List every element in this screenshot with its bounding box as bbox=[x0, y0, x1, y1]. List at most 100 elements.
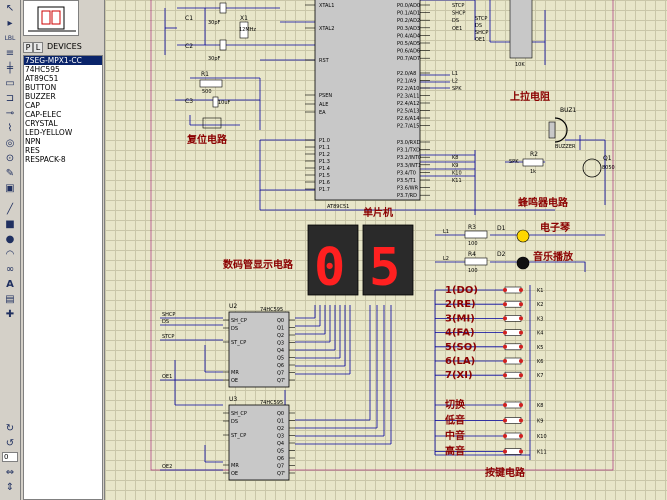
line-tool-icon[interactable]: ╱ bbox=[6, 204, 14, 215]
mcu-net-label: SPK bbox=[452, 86, 462, 92]
key-switch[interactable] bbox=[504, 417, 522, 424]
capacitor-c3[interactable] bbox=[212, 96, 219, 108]
device-list-item[interactable]: RES bbox=[25, 146, 40, 155]
marker-tool-icon[interactable]: ✚ bbox=[5, 309, 15, 320]
pin-mode-icon[interactable]: ⊸ bbox=[5, 108, 15, 119]
key-pin-dot bbox=[503, 434, 507, 438]
mcu-pin-label: P1.7 bbox=[319, 187, 330, 193]
mcu-net-label: K9 bbox=[452, 163, 458, 169]
led-d1[interactable] bbox=[516, 229, 530, 243]
key-label: 1(DO) bbox=[445, 285, 478, 296]
mcu-pin-label: P2.6/A14 bbox=[397, 116, 419, 122]
device-list-item[interactable]: BUTTON bbox=[25, 83, 57, 92]
seven-segment-digit-1[interactable] bbox=[307, 224, 359, 296]
key-pin-dot bbox=[519, 302, 523, 307]
l1-net: L1 bbox=[443, 229, 449, 235]
component-preview bbox=[23, 0, 79, 36]
sr-pin-label: Q7 bbox=[277, 464, 284, 470]
key-net-label: K4 bbox=[537, 331, 543, 337]
device-list-item[interactable]: RESPACK-8 bbox=[25, 155, 66, 164]
resistor-r1[interactable] bbox=[199, 79, 223, 88]
mirror-horizontal-icon[interactable]: ⇔ bbox=[5, 467, 15, 478]
box-tool-icon[interactable]: ■ bbox=[5, 219, 15, 230]
key-net-label: K3 bbox=[537, 316, 543, 322]
key-pin-dot bbox=[519, 288, 523, 292]
instrument-mode-icon[interactable]: ▣ bbox=[5, 183, 15, 194]
buzzer-symbol[interactable] bbox=[554, 117, 568, 143]
resistor-r3[interactable] bbox=[464, 230, 488, 239]
rotation-angle-field[interactable]: 0 bbox=[2, 452, 18, 462]
component-mode-icon[interactable]: ▸ bbox=[7, 18, 13, 29]
pick-devices-button[interactable]: P bbox=[23, 42, 33, 53]
mcu-pin-label: P1.3 bbox=[319, 159, 330, 165]
symbol-tool-icon[interactable]: ▤ bbox=[5, 294, 15, 305]
device-list-item[interactable]: BUZZER bbox=[25, 92, 56, 101]
graph-mode-icon[interactable]: ⌇ bbox=[7, 123, 13, 134]
shift-register-u2[interactable] bbox=[228, 311, 290, 388]
key-switch[interactable] bbox=[504, 371, 522, 379]
text-tool-icon[interactable]: A bbox=[6, 279, 14, 290]
subcircuit-mode-icon[interactable]: ▭ bbox=[5, 78, 15, 89]
device-list-item[interactable]: 74HC595 bbox=[25, 65, 60, 74]
sr-pin-label: Q6 bbox=[277, 456, 284, 462]
device-list-item[interactable]: CRYSTAL bbox=[25, 119, 58, 128]
key-switch[interactable] bbox=[504, 300, 522, 308]
device-list-item[interactable]: CAP bbox=[25, 101, 40, 110]
arc-tool-icon[interactable]: ◠ bbox=[5, 249, 15, 260]
bus-mode-icon[interactable]: ╪ bbox=[6, 63, 14, 74]
capacitor-c1[interactable] bbox=[219, 2, 227, 14]
reset-button[interactable] bbox=[202, 117, 222, 129]
key-label: 中音 bbox=[445, 429, 465, 442]
device-list-item[interactable]: AT89C51 bbox=[25, 74, 59, 83]
music-title: 音乐播放 bbox=[533, 250, 574, 263]
rotate-cw-icon[interactable]: ↻ bbox=[5, 423, 15, 434]
key-switch[interactable] bbox=[504, 329, 522, 336]
key-pin-dot bbox=[519, 373, 523, 378]
resistor-r2[interactable] bbox=[522, 158, 544, 167]
transistor-q1[interactable] bbox=[582, 158, 602, 178]
probe-mode-icon[interactable]: ✎ bbox=[5, 168, 15, 179]
device-list-item[interactable]: LED-YELLOW bbox=[25, 128, 73, 137]
key-label: 切换 bbox=[445, 398, 466, 411]
mcu-pin-label: P2.2/A10 bbox=[397, 86, 419, 92]
capacitor-c2[interactable] bbox=[219, 39, 227, 51]
tape-mode-icon[interactable]: ◎ bbox=[5, 138, 15, 149]
key-switch[interactable] bbox=[504, 315, 522, 322]
mirror-vertical-icon[interactable]: ⇕ bbox=[5, 482, 15, 493]
mcu-pin-label: P3.5/T1 bbox=[397, 178, 416, 184]
mcu-body[interactable] bbox=[314, 0, 421, 201]
led-d2[interactable] bbox=[516, 256, 530, 270]
sr-pin-label: Q1 bbox=[277, 419, 284, 425]
mcu-pin-label: P0.4/AD4 bbox=[397, 33, 420, 39]
select-mode-icon[interactable]: ↖ bbox=[5, 3, 15, 14]
key-switch[interactable] bbox=[504, 401, 522, 409]
generator-mode-icon[interactable]: ⊙ bbox=[5, 153, 15, 164]
terminal-mode-icon[interactable]: ⊐ bbox=[5, 93, 15, 104]
device-list-item[interactable]: CAP-ELEC bbox=[25, 110, 62, 119]
device-list-item[interactable]: NPN bbox=[25, 137, 41, 146]
crystal-x1[interactable] bbox=[239, 21, 249, 39]
text-mode-icon[interactable]: ≡ bbox=[5, 48, 15, 59]
key-net-label: K1 bbox=[537, 288, 543, 294]
library-manager-button[interactable]: L bbox=[33, 42, 43, 53]
circle-tool-icon[interactable]: ● bbox=[5, 234, 15, 245]
key-switch[interactable] bbox=[504, 432, 522, 440]
key-switch[interactable] bbox=[504, 357, 522, 365]
resistor-r4[interactable] bbox=[464, 257, 488, 266]
device-list-item[interactable]: 7SEG-MPX1-CC bbox=[24, 56, 102, 65]
path-tool-icon[interactable]: ∞ bbox=[5, 264, 15, 275]
seven-segment-digit-2[interactable] bbox=[362, 224, 414, 296]
key-switch[interactable] bbox=[504, 286, 522, 294]
key-switch[interactable] bbox=[504, 448, 522, 455]
label-mode-icon[interactable]: LBL bbox=[4, 35, 16, 42]
mcu-pin-label: ALE bbox=[319, 102, 328, 108]
key-pin-dot bbox=[503, 316, 507, 321]
resistor-pack[interactable] bbox=[509, 0, 533, 59]
key-net-label: K2 bbox=[537, 302, 543, 308]
key-switch[interactable] bbox=[504, 343, 522, 351]
rotate-ccw-icon[interactable]: ↺ bbox=[5, 438, 15, 449]
shift-register-u3[interactable] bbox=[228, 404, 290, 481]
